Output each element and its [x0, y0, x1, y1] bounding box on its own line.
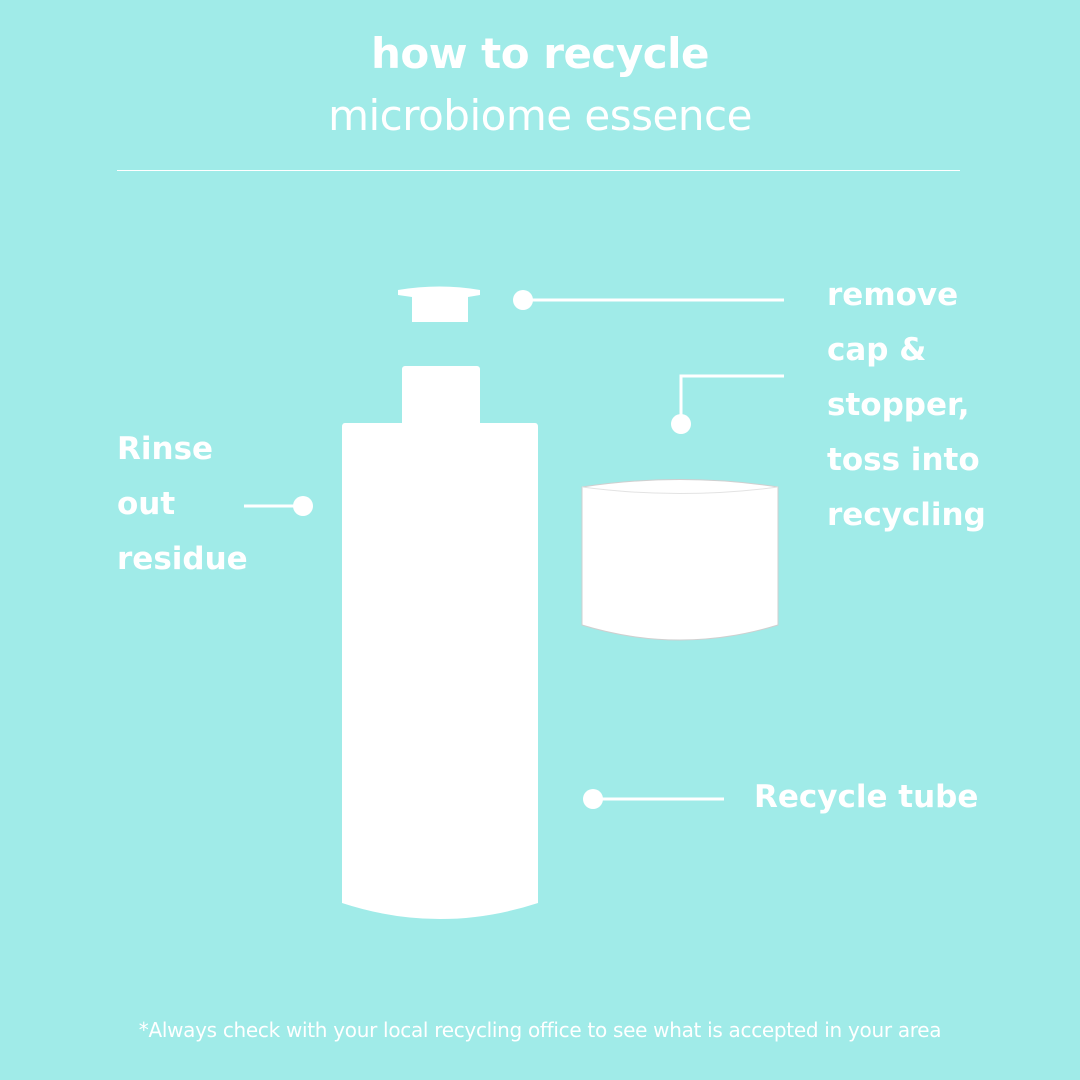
bottle-icon	[342, 366, 538, 919]
stopper-icon	[398, 286, 480, 322]
rinse-line-1: Rinse	[117, 431, 214, 467]
rinse-instruction: Rinse out residue	[117, 422, 248, 587]
page-title: how to recycle	[371, 29, 709, 78]
cap-line-1: remove	[827, 277, 959, 313]
stopper-callout-connector	[513, 290, 784, 310]
cap-line-3: stopper,	[827, 387, 970, 423]
rinse-callout-connector	[244, 496, 313, 516]
tube-instruction: Recycle tube	[754, 779, 979, 815]
cap-callout-connector	[671, 374, 784, 434]
rinse-line-2: out	[117, 486, 176, 522]
cap-line-5: recycling	[827, 497, 986, 533]
cap-instruction: remove cap & stopper, toss into recyclin…	[827, 268, 986, 543]
page-subtitle: microbiome essence	[328, 91, 752, 140]
header-divider	[117, 170, 960, 171]
tube-callout-connector	[583, 789, 724, 809]
cap-line-4: toss into	[827, 442, 980, 478]
footnote-disclaimer: *Always check with your local recycling …	[138, 1018, 942, 1042]
cap-line-2: cap &	[827, 332, 927, 368]
cap-icon	[581, 479, 779, 641]
rinse-line-3: residue	[117, 541, 248, 577]
